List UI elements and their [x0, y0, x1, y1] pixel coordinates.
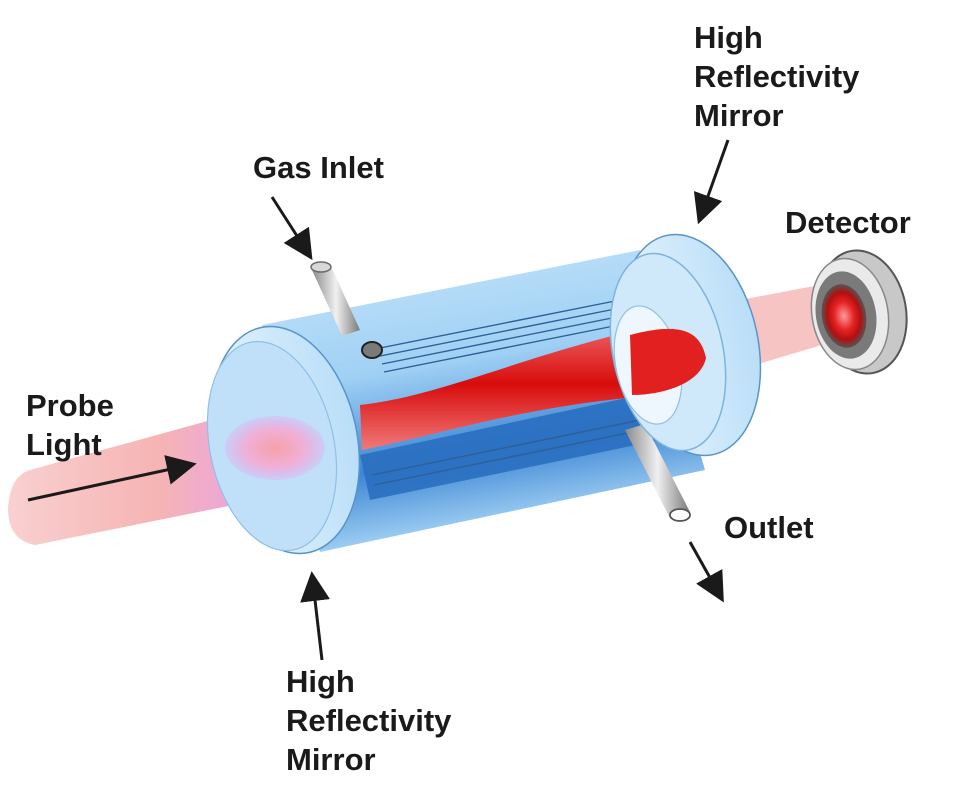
left-mirror [206, 325, 361, 555]
cell-lower-band [360, 395, 660, 500]
label-mirror-top-line1: High [694, 20, 763, 55]
label-probe-light: Probe Light [26, 386, 114, 464]
label-mirror-top-line3: Mirror [694, 98, 784, 133]
label-probe-light-line1: Probe [26, 388, 114, 423]
right-mirror [609, 233, 762, 457]
gas-inlet-pipe [310, 261, 360, 336]
mirror-glow [225, 416, 325, 480]
outlet-pipe [625, 424, 691, 522]
mirror-top-arrow [693, 139, 730, 225]
label-mirror-bottom: High Reflectivity Mirror [286, 662, 451, 779]
label-gas-inlet: Gas Inlet [253, 150, 384, 185]
label-probe-light-line2: Light [26, 427, 102, 462]
label-detector: Detector [785, 205, 911, 240]
label-mirror-bottom-line2: Reflectivity [286, 703, 452, 738]
detector [810, 249, 908, 375]
label-outlet: Outlet [724, 510, 814, 545]
gas-inlet-arrow [270, 196, 313, 261]
tube-lines [371, 299, 653, 486]
mirror-bottom-arrow [300, 571, 330, 661]
label-mirror-top: High Reflectivity Mirror [694, 18, 859, 135]
label-mirror-bottom-line3: Mirror [286, 742, 376, 777]
outlet-arrow [688, 541, 724, 603]
probe-light-arrow [27, 455, 197, 502]
inlet-port [361, 341, 383, 359]
annotation-arrows [27, 139, 730, 661]
label-mirror-top-line2: Reflectivity [694, 59, 860, 94]
label-mirror-bottom-line1: High [286, 664, 355, 699]
